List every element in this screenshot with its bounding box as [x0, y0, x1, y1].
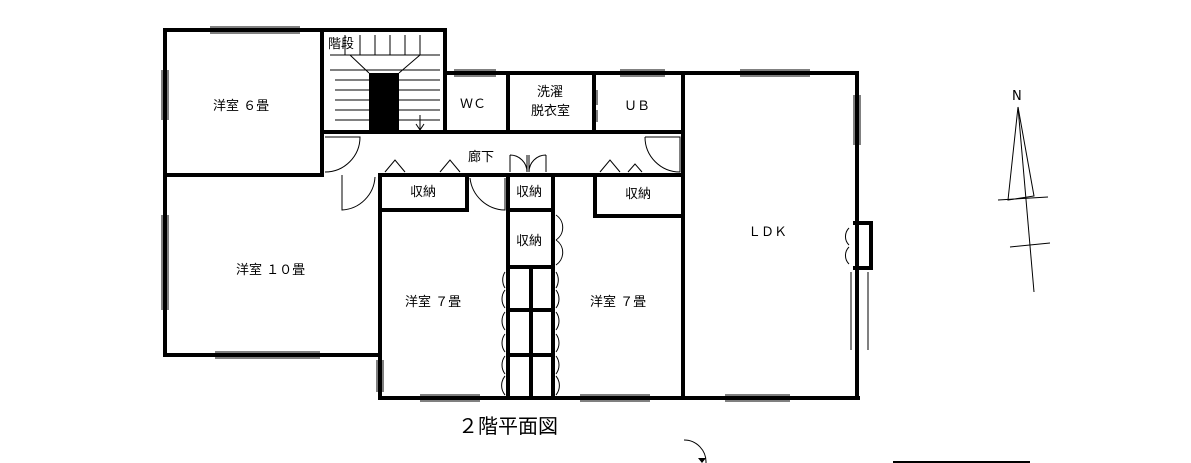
label-hallway: 廊下	[468, 149, 494, 165]
doors	[324, 90, 850, 396]
interior-walls	[163, 71, 685, 400]
label-laundry-1: 洗濯	[537, 85, 563, 100]
exterior-walls	[163, 28, 873, 400]
label-bedroom-7-right: 洋室 ７畳	[590, 294, 646, 310]
room-labels: 階段 洋室 ６畳 ＷＣ 洗濯 脱衣室 ＵＢ 廊下 収納 収納 収納 収納 洋室 …	[213, 37, 787, 310]
label-ldk: ＬＤＫ	[748, 225, 787, 240]
label-stairs: 階段	[328, 37, 354, 52]
label-bedroom-6: 洋室 ６畳	[213, 98, 269, 114]
staircase	[330, 35, 440, 131]
label-storage-mid: 収納	[516, 234, 542, 249]
label-storage-mid-top: 収納	[516, 185, 542, 200]
label-bedroom-10: 洋室 １０畳	[236, 262, 305, 278]
windows	[161, 26, 869, 402]
plan-title: ２階平面図	[458, 414, 558, 438]
label-storage-right: 収納	[625, 187, 651, 202]
label-wc: ＷＣ	[460, 97, 486, 112]
label-laundry-2: 脱衣室	[531, 103, 570, 119]
north-label: N	[1012, 89, 1022, 104]
north-arrow: N	[997, 89, 1051, 293]
label-bedroom-7-left: 洋室 ７畳	[405, 294, 461, 310]
label-storage-left: 収納	[410, 185, 436, 200]
label-ub: ＵＢ	[624, 99, 650, 114]
partial-drawing-fragment	[683, 439, 1030, 463]
